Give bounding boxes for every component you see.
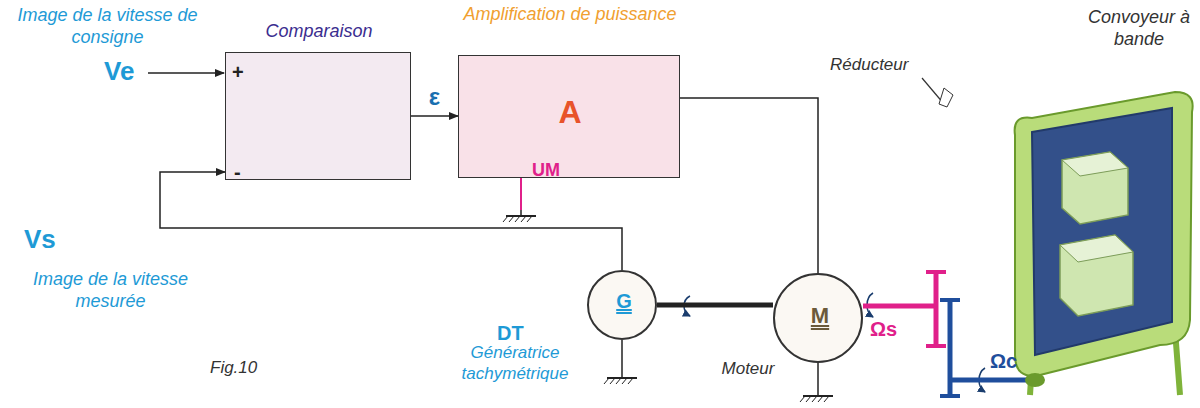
- voltage-name: UM: [532, 160, 582, 181]
- part-name: Convoyeur à bande: [1080, 6, 1198, 50]
- figure-number: Fig.10: [210, 358, 290, 378]
- component-name: DT: [497, 322, 541, 345]
- part-name: Réducteur: [830, 55, 930, 75]
- machine-name: Moteur: [713, 359, 783, 379]
- ground-symbol: [604, 340, 637, 384]
- block-title: Comparaison: [216, 21, 422, 42]
- sign-plus: +: [232, 61, 252, 84]
- signal-wire: [160, 172, 622, 270]
- ground-symbol: [800, 363, 833, 402]
- signal-wire: [411, 115, 458, 117]
- machine-symbol: M: [775, 303, 865, 329]
- speed-name: Ωs: [870, 318, 914, 341]
- shaft-line: [657, 303, 773, 308]
- signal-name: ε: [427, 84, 442, 110]
- gear-reducer: [863, 272, 1035, 396]
- signal-description: Image de la vitesse de consigne: [5, 4, 210, 48]
- machine-symbol: G: [589, 290, 659, 313]
- block-title: Amplification de puissance: [459, 4, 681, 25]
- block-symbol: A: [459, 94, 681, 131]
- leader-line: [922, 78, 953, 107]
- input-wire: [148, 72, 224, 74]
- component-description: Génératrice tachymétrique: [455, 342, 575, 384]
- motor-circle: MMoteur: [773, 273, 863, 363]
- signal-wire: [680, 98, 818, 273]
- belt-conveyor: [1015, 92, 1193, 395]
- speed-name: Ωc: [990, 350, 1034, 373]
- comparator-box: Comparaison+-: [225, 52, 411, 180]
- amplifier-box: Amplification de puissanceA: [458, 55, 680, 178]
- sign-minus: -: [234, 161, 254, 184]
- signal-name: Vs: [24, 224, 68, 255]
- tachogenerator-circle: G: [587, 270, 657, 340]
- signal-name: Ve: [104, 56, 148, 87]
- signal-description: Image de la vitesse mesurée: [8, 268, 213, 312]
